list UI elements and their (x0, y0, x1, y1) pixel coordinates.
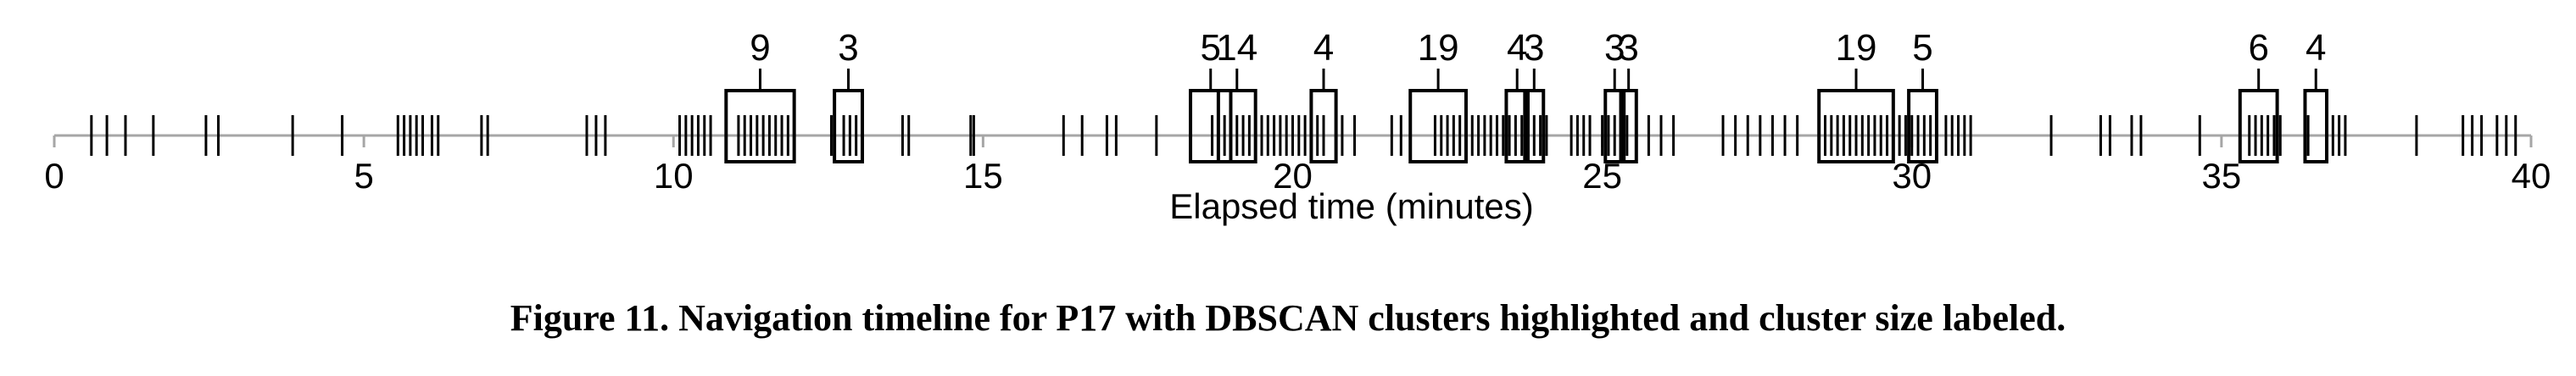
cluster-size-label: 3 (838, 27, 858, 69)
tick-label: 20 (1273, 156, 1313, 196)
cluster-size-label: 5 (1912, 27, 1932, 69)
cluster-size-label: 9 (750, 27, 770, 69)
figure-caption: Figure 11. Navigation timeline for P17 w… (510, 297, 2066, 339)
x-axis-label: Elapsed time (minutes) (1169, 186, 1534, 226)
tick-label: 10 (654, 156, 694, 196)
cluster-size-label: 4 (1313, 27, 1334, 69)
cluster-size-label: 3 (1604, 27, 1625, 69)
cluster-size-label: 6 (2248, 27, 2268, 69)
cluster-box (833, 89, 864, 163)
cluster-size-label: 5 (1200, 27, 1220, 69)
cluster-size-label: 3 (1618, 27, 1638, 69)
cluster-size-label: 19 (1836, 27, 1877, 69)
cluster-size-label: 19 (1418, 27, 1459, 69)
tick-label: 35 (2202, 156, 2242, 196)
tick-label: 0 (44, 156, 64, 196)
cluster-size-label: 4 (1507, 27, 1527, 69)
cluster-size-label: 3 (1524, 27, 1544, 69)
cluster-box (1408, 89, 1468, 163)
tick-label: 15 (963, 156, 1003, 196)
tick-label: 5 (354, 156, 373, 196)
cluster-size-label: 14 (1216, 27, 1257, 69)
cluster-box (2238, 89, 2279, 163)
cluster-box (724, 89, 796, 163)
tick-label: 40 (2512, 156, 2551, 196)
cluster-size-label: 4 (2306, 27, 2326, 69)
